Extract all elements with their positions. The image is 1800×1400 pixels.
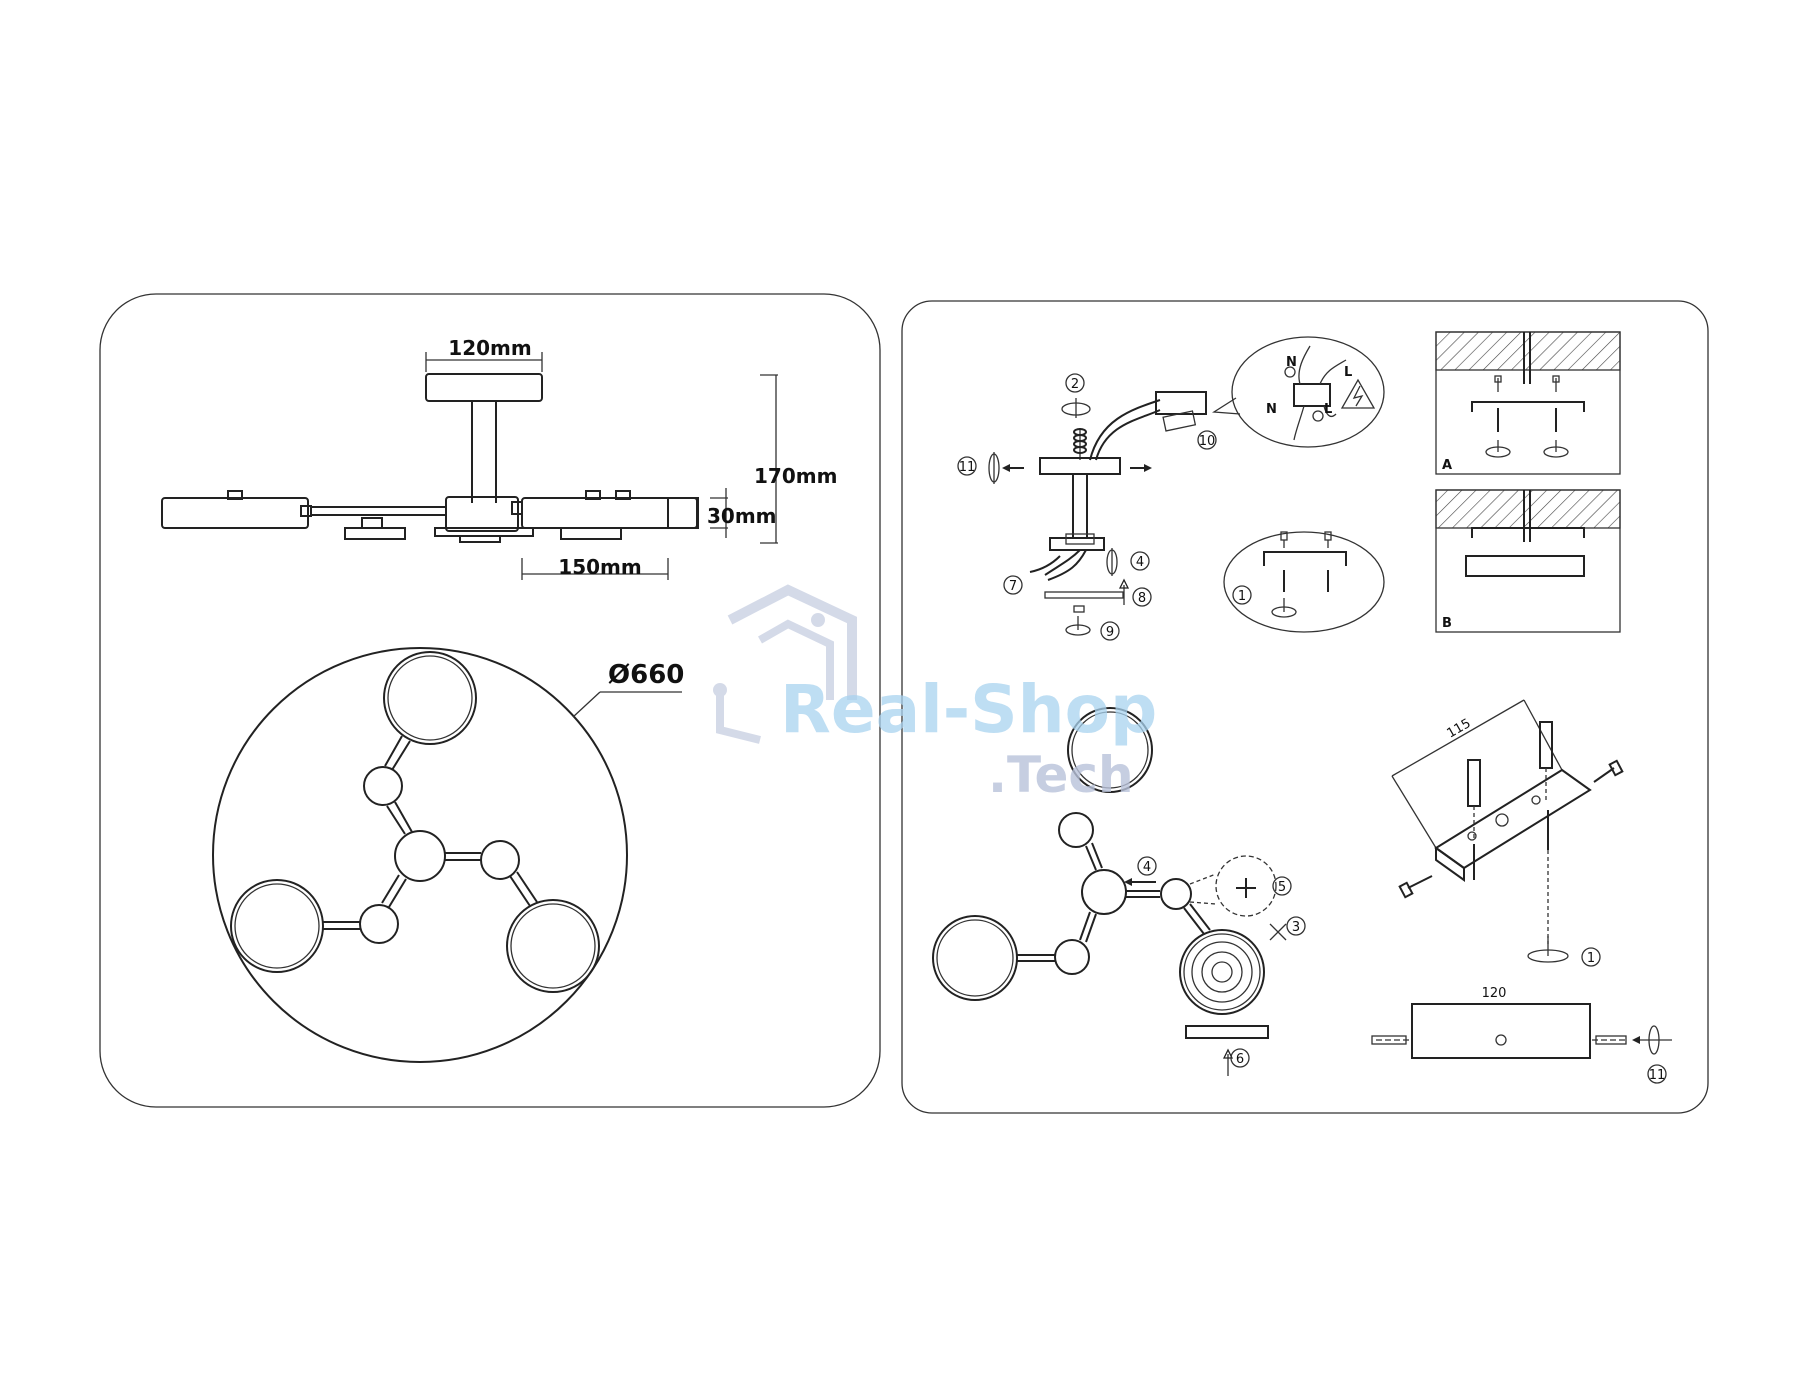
wire-neutral-label-2: N xyxy=(1266,402,1277,417)
step-10-label: 10 xyxy=(1199,434,1216,449)
step-8-label: 8 xyxy=(1138,591,1146,606)
mounting-bracket xyxy=(1391,699,1624,963)
step-9-label: 9 xyxy=(1106,625,1114,640)
dim-arm-length: 150mm xyxy=(558,555,641,579)
watermark-line2: .Tech xyxy=(988,746,1134,804)
dim-thickness: 30mm xyxy=(707,504,777,528)
wire-live-label-2: L xyxy=(1324,402,1332,417)
dim-height-total: 170mm xyxy=(754,464,837,488)
dimension-lines xyxy=(425,352,778,580)
ceiling-panel-a xyxy=(1435,331,1621,475)
dim-top-width: 120mm xyxy=(448,336,531,360)
fixture-side-view xyxy=(161,373,699,543)
step-11-label: 11 xyxy=(959,460,976,475)
watermark-logo xyxy=(713,584,857,744)
step-markers xyxy=(957,373,1667,1084)
step-7-label: 7 xyxy=(1009,579,1017,594)
panel-b-label: B xyxy=(1442,616,1452,631)
step-4b-label: 4 xyxy=(1143,860,1151,875)
left-panel-frame xyxy=(99,293,881,1108)
plate-width-label: 120 xyxy=(1482,986,1507,1001)
watermark-line1: Real-Shop xyxy=(780,671,1157,748)
wire-neutral-label: N xyxy=(1286,355,1297,370)
ring-assembly xyxy=(932,707,1287,1076)
mounting-plate xyxy=(1371,1003,1672,1059)
wiring-callout xyxy=(1212,336,1385,448)
wire-live-label: L xyxy=(1344,365,1352,380)
ceiling-panel-b xyxy=(1435,489,1621,633)
panel-a-label: A xyxy=(1442,458,1452,473)
step-6-label: 6 xyxy=(1236,1052,1244,1067)
screw-callout xyxy=(1223,531,1385,633)
fixture-top-view xyxy=(212,647,682,1063)
step-1-label: 1 xyxy=(1238,589,1246,604)
step-3-label: 3 xyxy=(1292,920,1300,935)
step-5-label: 5 xyxy=(1278,880,1286,895)
step-11b-label: 11 xyxy=(1649,1068,1666,1083)
dim-diameter: Ø660 xyxy=(608,660,684,690)
right-panel-frame xyxy=(901,300,1709,1114)
canopy-assembly xyxy=(988,391,1207,636)
step-2-label: 2 xyxy=(1071,377,1079,392)
step-1b-label: 1 xyxy=(1587,951,1595,966)
step-4-label: 4 xyxy=(1136,555,1144,570)
